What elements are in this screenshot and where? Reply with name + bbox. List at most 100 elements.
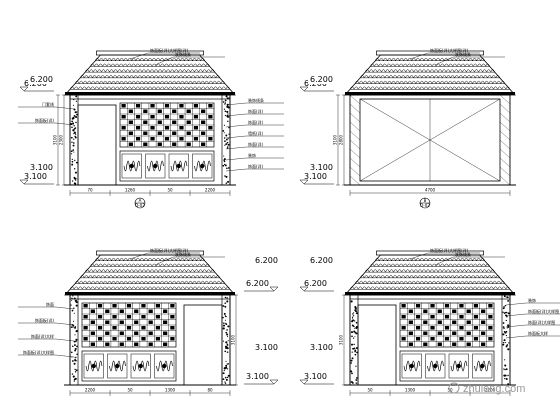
stone-texture xyxy=(226,147,229,149)
stone-texture xyxy=(224,296,227,299)
stone-texture xyxy=(226,110,229,113)
stone-texture xyxy=(225,134,228,137)
lattice-infill xyxy=(157,120,162,124)
lattice-infill xyxy=(157,109,162,113)
stone-texture xyxy=(72,104,75,106)
lattice-infill xyxy=(134,309,139,313)
stone-texture xyxy=(224,319,227,321)
lattice-infill xyxy=(430,304,435,308)
stone-texture xyxy=(504,377,506,380)
stone-texture xyxy=(505,314,507,317)
lattice-infill xyxy=(150,126,155,130)
lattice-infill xyxy=(179,115,184,119)
roof-ridge xyxy=(376,250,484,256)
callout-label: 饰面(详) xyxy=(248,108,264,114)
stone-texture xyxy=(352,313,354,315)
lattice-infill xyxy=(481,309,486,313)
stone-texture xyxy=(71,163,74,166)
lattice-infill xyxy=(112,304,117,308)
roof-ridge xyxy=(376,50,484,56)
stone-texture xyxy=(227,368,229,370)
roof-tiles xyxy=(364,269,495,273)
stone-texture xyxy=(225,360,227,362)
stone-texture xyxy=(504,311,507,314)
leader-line xyxy=(55,338,75,342)
stone-texture xyxy=(225,176,228,178)
stone-texture xyxy=(73,378,76,381)
callout-label: 饰面板(详) xyxy=(35,117,55,123)
carving-rosette xyxy=(91,363,96,369)
lattice-infill xyxy=(444,304,450,308)
lattice-infill xyxy=(143,109,148,113)
stone-texture xyxy=(70,351,73,354)
carved-panel xyxy=(154,353,175,379)
callout-label: 饰面(详) xyxy=(248,119,264,125)
stone-texture xyxy=(71,117,74,120)
lattice-infill xyxy=(481,331,486,335)
lattice-infill xyxy=(128,120,133,124)
dimension-text: 4700 xyxy=(425,188,436,193)
level-value: 3.100 xyxy=(24,172,47,181)
stone-texture xyxy=(350,359,353,362)
carving-rosette xyxy=(129,163,134,169)
stone-texture xyxy=(76,111,78,113)
lattice-infill xyxy=(186,142,191,146)
stone-texture xyxy=(71,141,73,143)
stone-texture xyxy=(354,320,356,322)
level-label: 6.200 xyxy=(310,256,333,265)
lattice-infill xyxy=(163,320,168,324)
callout-label: 装饰线条 xyxy=(175,251,191,257)
stone-texture xyxy=(73,307,75,309)
roof-tiles xyxy=(364,69,495,73)
lattice-infill xyxy=(423,342,428,346)
leader-line xyxy=(225,102,247,106)
stone-texture xyxy=(505,296,507,298)
stone-texture xyxy=(226,344,229,346)
stone-texture xyxy=(502,311,504,313)
lattice-infill xyxy=(466,320,471,324)
stone-texture xyxy=(505,368,508,371)
stone-texture xyxy=(507,383,509,385)
leader-line xyxy=(409,52,429,60)
stone-texture xyxy=(225,341,228,344)
stone-texture xyxy=(72,129,75,132)
section-mark-bottom: D-02 xyxy=(135,203,145,208)
carving-rosette xyxy=(162,363,167,369)
lattice-infill xyxy=(459,304,464,308)
dimension-text: 3100 xyxy=(333,134,338,145)
stone-texture xyxy=(354,353,357,356)
level-label-bg xyxy=(308,162,336,172)
roof-tiles xyxy=(370,263,490,267)
elevation-panel-elevation-a: 饰面板(详)大样图(详)装饰线条装饰线条饰面(详)饰面(详)墙纸(详)饰面(详)… xyxy=(18,47,284,196)
stone-texture xyxy=(225,322,227,325)
stone-texture xyxy=(223,367,226,370)
level-label-bg xyxy=(253,255,281,265)
dimension-text: 50 xyxy=(127,388,133,393)
lattice-infill xyxy=(408,342,413,346)
carved-panel xyxy=(425,353,446,379)
dimension-text: 2200 xyxy=(85,388,96,393)
lattice-infill xyxy=(119,342,124,346)
stone-texture xyxy=(503,295,506,298)
wall-hatch xyxy=(499,121,511,132)
lattice-infill xyxy=(135,104,141,108)
lattice-infill xyxy=(201,120,206,124)
level-marker xyxy=(299,286,309,292)
lattice-infill xyxy=(401,315,406,319)
stone-texture xyxy=(228,97,230,99)
stone-texture xyxy=(227,146,229,148)
stone-texture xyxy=(225,347,227,350)
callout-label: 装饰线条 xyxy=(248,97,264,103)
lattice-infill xyxy=(170,315,175,319)
wall-hatch xyxy=(349,157,361,168)
level-marker xyxy=(299,379,309,385)
stone-texture xyxy=(355,347,358,349)
stone-texture xyxy=(227,180,230,183)
stone-texture xyxy=(225,182,228,184)
lattice-infill xyxy=(473,304,479,308)
stone-texture xyxy=(75,304,78,307)
stone-texture xyxy=(74,183,77,185)
leader-line xyxy=(434,56,454,66)
stone-texture xyxy=(226,97,229,100)
